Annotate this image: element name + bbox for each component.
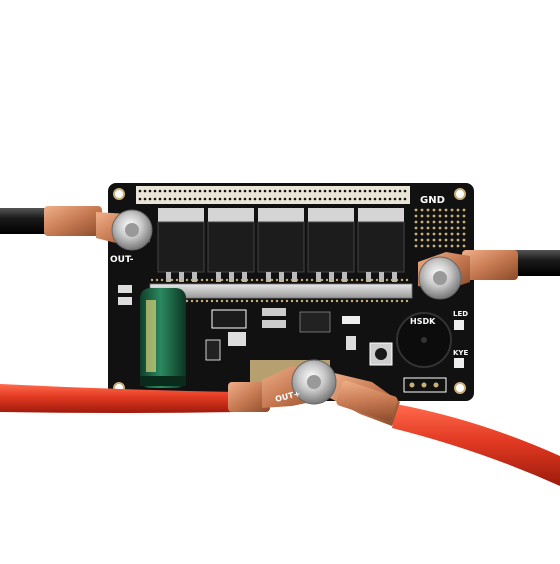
bolt-icon xyxy=(418,256,462,300)
mosfet-icon xyxy=(357,208,405,282)
led-label: LED xyxy=(453,310,468,318)
capacitor-icon xyxy=(140,288,186,388)
mosfet-icon xyxy=(307,208,355,282)
button-icon xyxy=(369,342,393,366)
mosfet-icon xyxy=(207,208,255,282)
out-minus-label: OUT- xyxy=(110,255,134,265)
buzzer-label: HSDK xyxy=(410,317,436,326)
mosfet-icon xyxy=(157,208,205,282)
solder-bus xyxy=(149,283,413,299)
mosfet-row xyxy=(157,208,405,282)
smd-components xyxy=(118,285,464,393)
bolt-icon xyxy=(291,359,337,405)
mosfet-icon xyxy=(257,208,305,282)
bolt-icon xyxy=(111,209,153,251)
via-grid-right xyxy=(414,208,466,248)
buzzer-icon: HSDK xyxy=(396,312,452,368)
key-label: KYE xyxy=(453,349,468,357)
via-strip-top xyxy=(136,186,410,204)
gnd-label: GND xyxy=(420,195,445,206)
red-cable xyxy=(0,366,560,486)
